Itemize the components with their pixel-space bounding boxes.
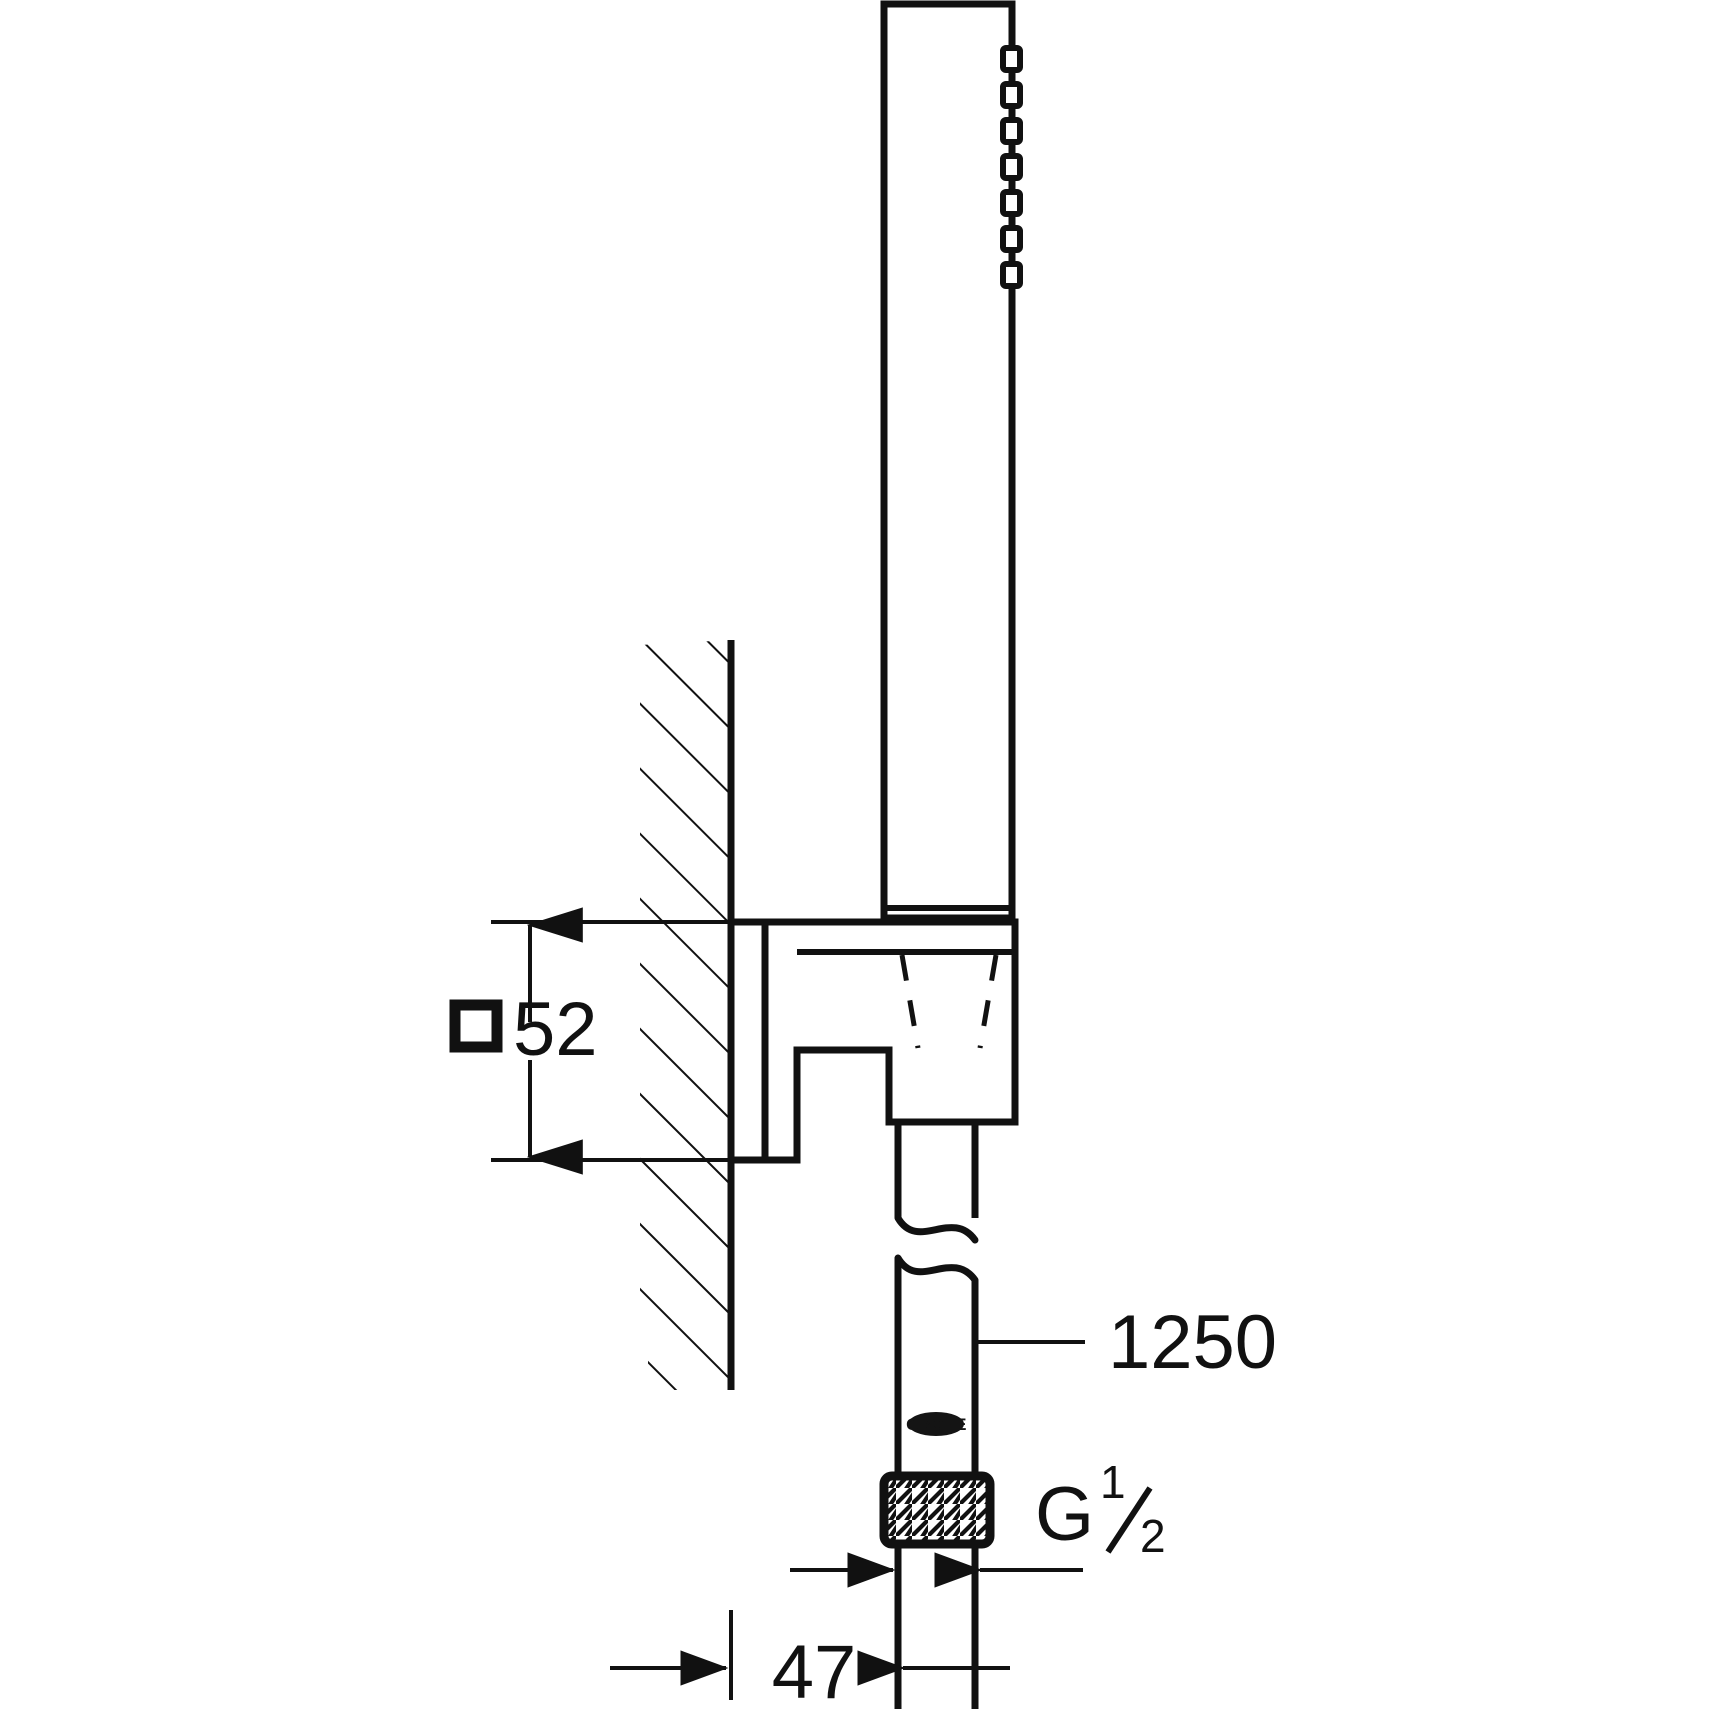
hose-lower-walls [894,1258,979,1476]
dimension-hose-length: 1250 [978,1300,1277,1385]
square-symbol-icon [449,999,503,1053]
brand-logo-mark: GROHE [906,1412,967,1436]
break-symbol-lower [894,1254,979,1284]
dim-thread-denominator: 2 [1140,1510,1166,1562]
dimension-square-52: 52 [449,907,780,1175]
dim-1250-label: 1250 [1108,1300,1277,1385]
hand-shower [880,0,1023,932]
shower-hose: GROHE [894,1122,979,1476]
dim-47-label: 47 [772,1630,857,1709]
spray-nozzles [1000,45,1023,289]
dim-thread-label: G [1035,1472,1094,1557]
dim-52-label: 52 [513,987,598,1072]
dim-thread-numerator: 1 [1100,1456,1126,1508]
knurled-nut [879,1471,995,1709]
wall-holder-flange [727,918,769,1164]
hidden-edge-lines [899,954,999,1049]
dimension-thread: G 1 2 [1035,1456,1166,1562]
dim-thread-fraction-slash [1105,1486,1153,1554]
brand-logo-text: GROHE [906,1415,966,1434]
dimension-wall-projection: 47 [610,1600,1010,1709]
hand-shower-body [880,0,1016,922]
knurled-nut-body [879,1471,995,1549]
break-symbol-upper [894,1214,979,1244]
hose-upper-walls [894,1122,979,1218]
dimension-thread-width-arrows [790,1545,1083,1588]
wall [640,640,735,1390]
